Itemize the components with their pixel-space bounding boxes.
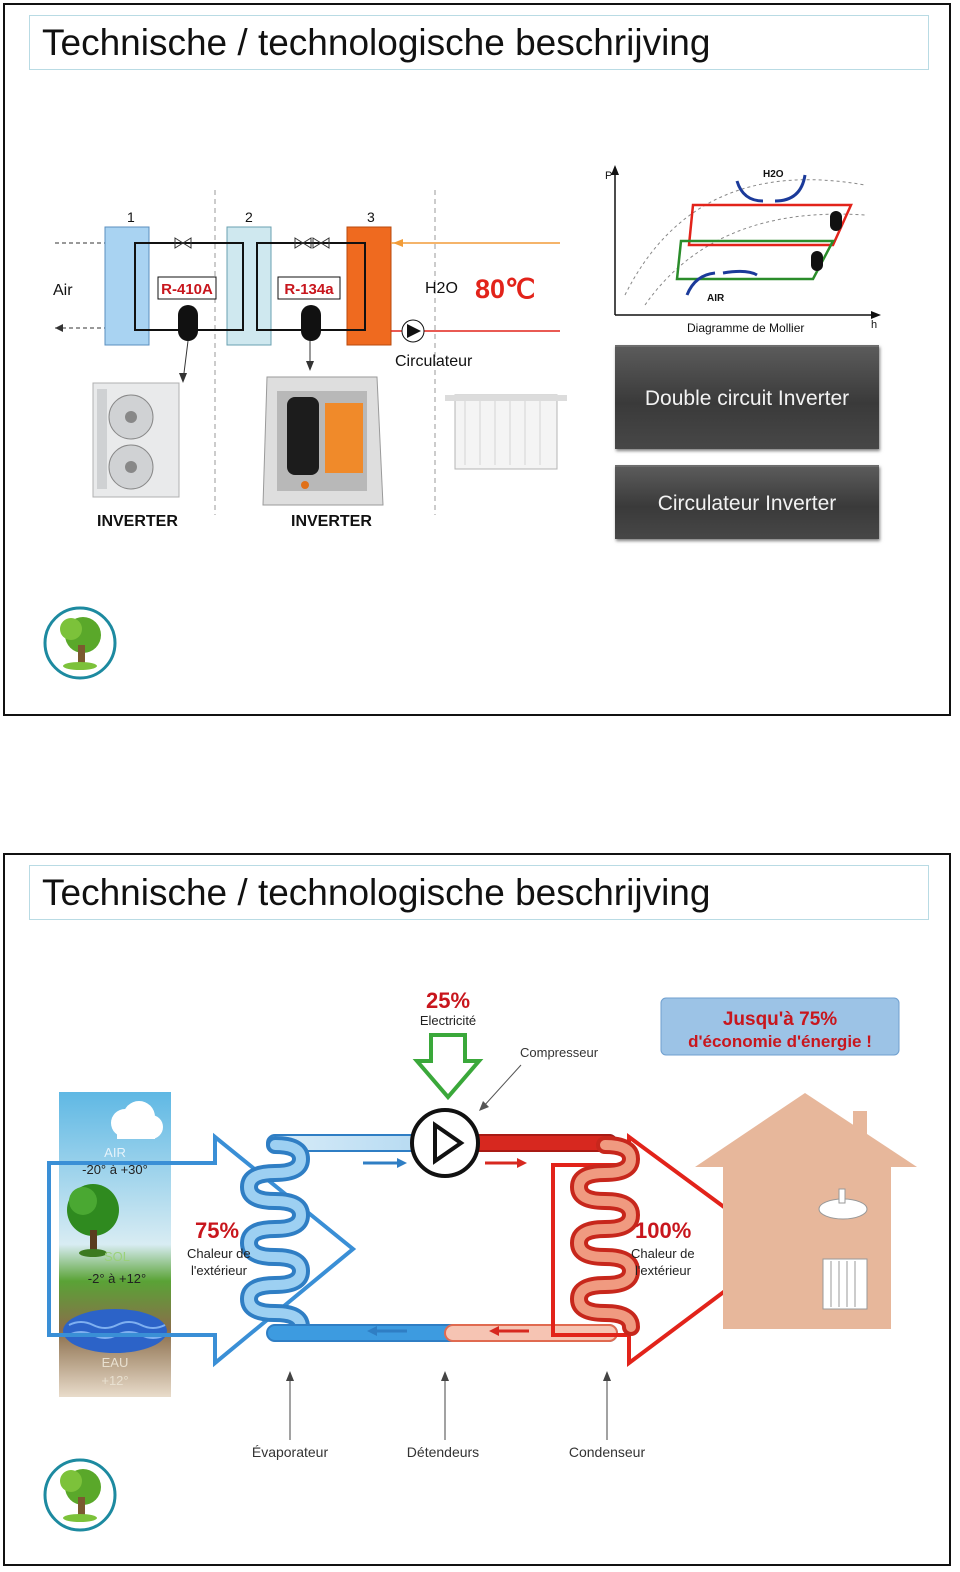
- savings-callout: [660, 997, 900, 1056]
- svg-text:l'extérieur: l'extérieur: [635, 1263, 692, 1278]
- compressor-label: Compresseur: [520, 1045, 599, 1060]
- electricity-arrow-icon: [412, 1033, 484, 1101]
- slide-title: Technische / technologische beschrijving: [42, 22, 711, 63]
- double-circuit-inverter-button[interactable]: Double circuit Inverter: [615, 345, 879, 449]
- temperature-label: 80℃: [475, 274, 535, 304]
- svg-text:EAU: EAU: [102, 1355, 129, 1370]
- h2o-label: H2O: [425, 280, 458, 297]
- right-percent: 100%: [635, 1218, 691, 1243]
- heat-exchanger-1: [104, 226, 150, 346]
- electricity-percent: 25%: [426, 988, 470, 1013]
- refrigerant-2-box: [277, 276, 341, 300]
- tree-logo-icon: [43, 1458, 117, 1532]
- circulator-label: Circulateur: [395, 353, 473, 370]
- svg-text:Chaleur de: Chaleur de: [187, 1246, 251, 1261]
- left-percent: 75%: [195, 1218, 239, 1243]
- house-icon: [695, 1093, 917, 1329]
- indoor-unit-image: [262, 376, 384, 506]
- circulateur-inverter-button[interactable]: Circulateur Inverter: [615, 465, 879, 539]
- compressor-icon: [410, 1108, 480, 1178]
- p-axis-arrow-icon: [611, 165, 619, 175]
- radiator-image: [445, 394, 567, 470]
- expansion-valve-icon: [174, 237, 192, 249]
- evaporator-label: Évaporateur: [252, 1444, 329, 1460]
- number-1: 1: [127, 209, 135, 225]
- air-label: Air: [53, 282, 73, 299]
- flow-arrow-icon: [367, 1326, 377, 1336]
- svg-text:Jusqu'à 75%: Jusqu'à 75%: [723, 1009, 837, 1030]
- heat-pump-principle-diagram: AIR -20° à +30° SOL -2° à +12° EAU +12°: [43, 988, 917, 1532]
- water-icon: [63, 1309, 167, 1353]
- outdoor-unit-image: [92, 382, 180, 498]
- condenser-label: Condenseur: [569, 1444, 646, 1460]
- refrigerant-2-label: R-134a: [284, 281, 334, 298]
- heat-pump-schematic: R-410A R-134a 1 2 3 Air H2O 80℃ Circulat…: [43, 165, 881, 680]
- slide-title-box: Technische / technologische beschrijving: [29, 865, 929, 920]
- slide-1: Technische / technologische beschrijving…: [3, 3, 951, 716]
- number-3: 3: [367, 209, 375, 225]
- mollier-diagram: P h H2O AIR Diagramme de Mollier: [605, 165, 881, 335]
- svg-text:AIR: AIR: [707, 293, 725, 304]
- slide-2: Technische / technologische beschrijving: [3, 853, 951, 1566]
- compressor-1-icon: [178, 305, 198, 341]
- heat-exchanger-3: [346, 226, 392, 346]
- heat-exchanger-2: [226, 226, 272, 346]
- tree-icon: [67, 1184, 119, 1257]
- refrigerant-1-box: [157, 276, 217, 300]
- expansion-valve-label: Détendeurs: [407, 1444, 479, 1460]
- number-2: 2: [245, 209, 253, 225]
- svg-text:AIR: AIR: [104, 1145, 126, 1160]
- svg-text:+12°: +12°: [101, 1373, 128, 1388]
- cloud-icon: [111, 1101, 163, 1139]
- svg-text:l'extérieur: l'extérieur: [191, 1263, 248, 1278]
- slide-title: Technische / technologische beschrijving: [42, 872, 711, 913]
- inverter-label-2: INVERTER: [291, 513, 372, 530]
- flow-arrow-icon: [489, 1326, 499, 1336]
- inverter-label-1: INVERTER: [97, 513, 178, 530]
- red-cycle: [687, 203, 853, 247]
- svg-text:Chaleur de: Chaleur de: [631, 1246, 695, 1261]
- compressor-icon: [811, 251, 823, 271]
- water-arrow-icon: [393, 239, 403, 247]
- radiator-icon: [822, 1258, 868, 1310]
- refrigerant-1-label: R-410A: [161, 281, 213, 298]
- flow-arrow-icon: [397, 1158, 407, 1168]
- compressor-2-icon: [301, 305, 321, 341]
- svg-text:H2O: H2O: [763, 169, 784, 180]
- svg-text:d'économie d'énergie !: d'économie d'énergie !: [688, 1032, 872, 1051]
- slide-title-box: Technische / technologische beschrijving: [29, 15, 929, 70]
- expansion-valve-icon: [312, 237, 330, 249]
- air-out-arrow-icon: [55, 324, 63, 332]
- svg-text:-20° à +30°: -20° à +30°: [82, 1162, 148, 1177]
- tree-logo-icon: [43, 606, 117, 680]
- svg-text:P: P: [605, 170, 612, 182]
- expansion-valve-icon: [294, 237, 312, 249]
- svg-text:h: h: [871, 319, 877, 331]
- compressor-icon: [830, 211, 842, 231]
- svg-text:SOL: SOL: [104, 1249, 130, 1264]
- mollier-caption: Diagramme de Mollier: [687, 321, 804, 335]
- flow-arrow-icon: [517, 1158, 527, 1168]
- h-axis-arrow-icon: [871, 311, 881, 319]
- electricity-label: Electricité: [420, 1013, 476, 1028]
- green-cycle: [675, 239, 836, 281]
- svg-text:-2° à +12°: -2° à +12°: [88, 1271, 146, 1286]
